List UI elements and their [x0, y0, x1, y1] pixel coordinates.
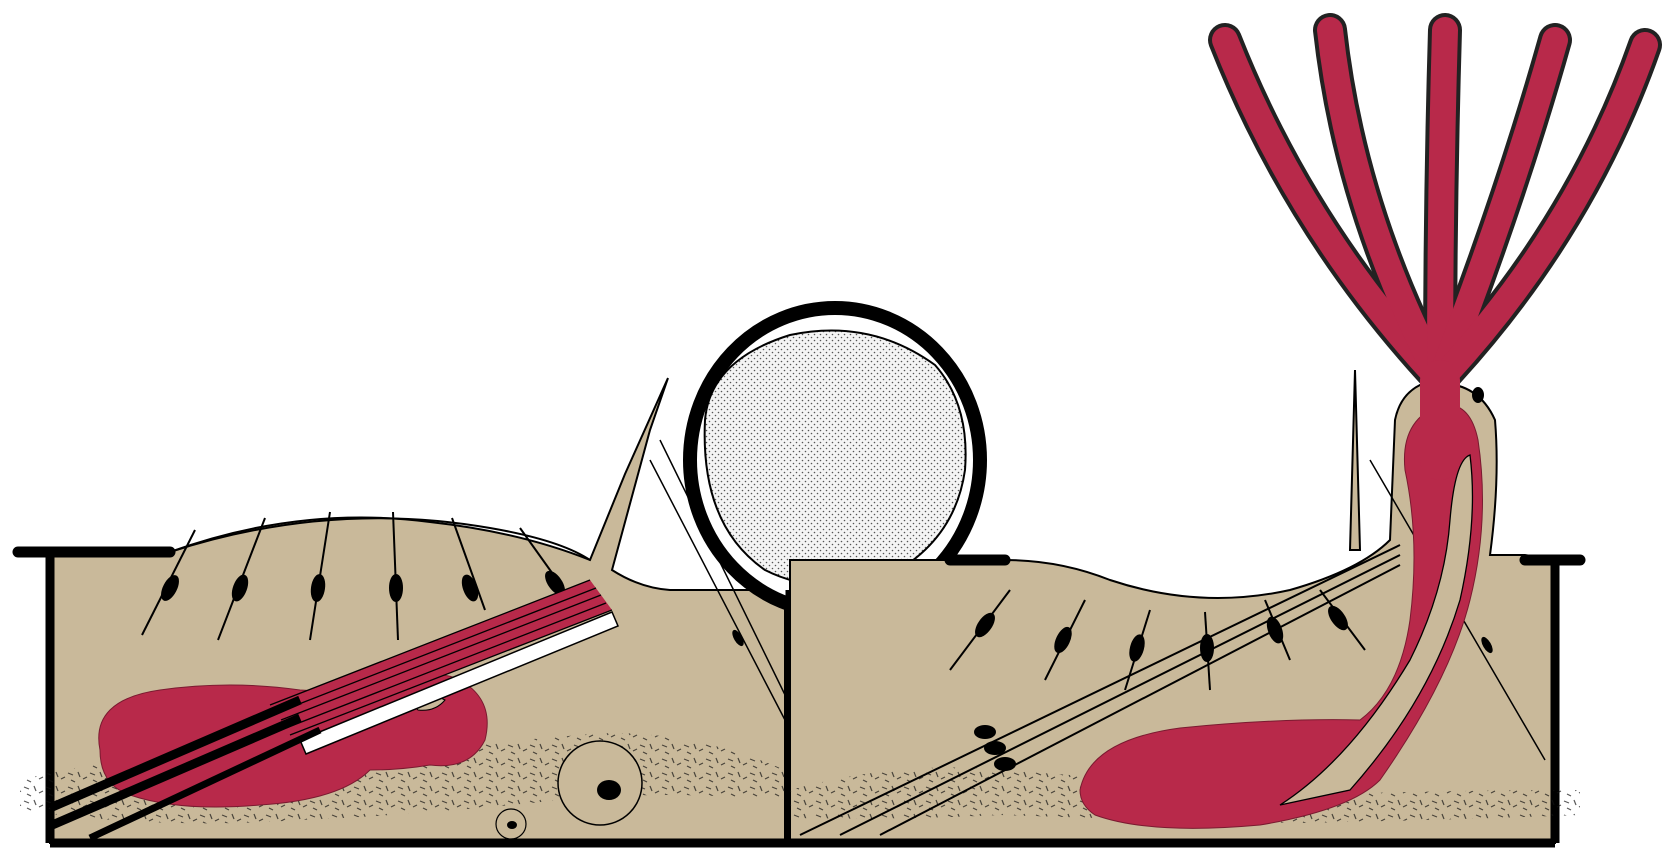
capsule-stippled-body	[705, 330, 966, 585]
tentacle-base-eyespot	[1472, 387, 1484, 403]
tentacle-3	[1440, 30, 1445, 380]
tentacle-crown-icon	[1225, 30, 1645, 460]
left-tissue-section	[18, 378, 785, 843]
cuticle-spine	[1350, 370, 1360, 550]
